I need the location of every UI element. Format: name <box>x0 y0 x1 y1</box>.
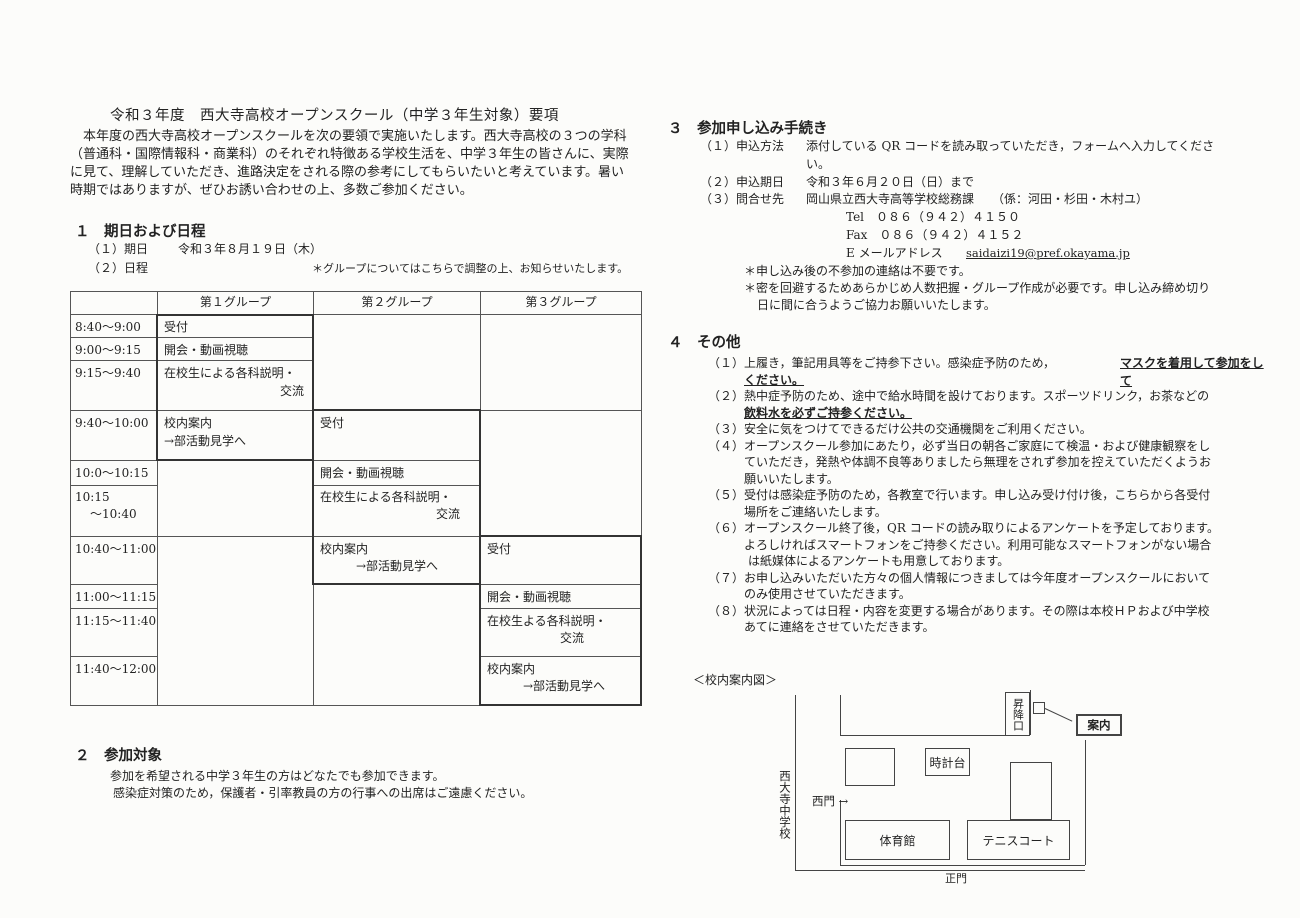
g1-exchange: 交流 <box>280 384 305 398</box>
list-item: ください。 <box>744 372 805 387</box>
section2-line: 感染症対策のため，保護者・引率教員の方の行事への出席はご遠慮ください。 <box>113 786 533 800</box>
g2-tour: 校内案内 <box>320 542 369 556</box>
schedule-table: 第１グループ 第２グループ 第３グループ 8:40～9:00 9:00～9:15… <box>70 291 642 706</box>
list-item: 場所をご連絡いたします。 <box>744 504 887 519</box>
g2-exchange: 交流 <box>436 507 461 521</box>
method-label: （１）申込方法 <box>700 139 785 153</box>
time-cell: 11:00～11:15 <box>75 590 157 604</box>
page-title: 令和３年度 西大寺高校オープンスクール（中学３年生対象）要項 <box>110 108 559 124</box>
intro-line: （普通科・国際情報科・商業科）のそれぞれ特徴ある学校生活を、中学３年生の皆さんに… <box>70 147 629 162</box>
date-label: （１）期日 <box>88 242 149 256</box>
g2-club: →部活動見学へ <box>356 559 439 573</box>
g3-opening: 開会・動画視聴 <box>487 590 572 604</box>
intro-line: に見て、理解していただき、進路決定をされる際の参考にしてもらいたいと考えています… <box>70 165 625 180</box>
tel: Tel ０８６（９４２）４１５０ <box>846 210 1021 224</box>
list-item: （２） 熱中症予防のため、途中で給水時間を設けております。スポーツドリンク，お茶… <box>708 389 1210 403</box>
section1-heading: １ 期日および日程 <box>75 224 206 240</box>
intro-line: 時期ではありますが、ぜひお誘い合わせの上、多数ご参加ください。 <box>70 183 473 198</box>
g2-opening: 開会・動画視聴 <box>320 466 405 480</box>
west-gate-label: 西門 → <box>812 794 849 808</box>
group3-block <box>479 535 642 706</box>
g1-opening: 開会・動画視聴 <box>164 343 249 357</box>
intro-line: 本年度の西大寺高校オープンスクールを次の要領で実施いたします。西大寺高校の３つの… <box>83 129 627 144</box>
time-cell: 10:40～11:00 <box>75 542 157 556</box>
intro-text: 本年度の西大寺高校オープンスクールを次の要領で実施いたします。西大寺高校の３つの… <box>70 128 645 200</box>
guide-box: 案内 <box>1076 714 1122 736</box>
tall-building <box>1010 762 1052 820</box>
g2-explanation: 在校生による各科説明・ <box>320 490 452 504</box>
time-cell: ～10:40 <box>90 507 137 521</box>
contact-label: （３）問合せ先 <box>700 192 785 206</box>
section3-heading: ３ 参加申し込み手続き <box>668 121 828 137</box>
header-group2: 第２グループ <box>361 295 433 309</box>
time-cell: 9:00～9:15 <box>75 343 141 357</box>
list-item: （１） 上履き，筆記用具等をご持参下さい。感染症予防のため， マスクを着用して参… <box>708 356 1264 388</box>
schedule-label: （２）日程 <box>88 261 149 275</box>
deadline-value: 令和３年６月２０日（日）まで <box>806 175 975 189</box>
contact-value: 岡山県立西大寺高等学校総務課 （係：河田・杉田・木村ユ） <box>806 192 1149 206</box>
list-item: 飲料水を必ずご持参ください。 <box>744 405 913 420</box>
list-item: （５） 受付は感染症予防のため，各教室で行います。申し込み受け付け後，こちらから… <box>708 488 1211 502</box>
list-item: は紙媒体によるアンケートも用意しております。 <box>748 554 1010 568</box>
building-box <box>845 748 895 786</box>
method-cont: い。 <box>806 157 831 171</box>
time-cell: 11:40～12:00 <box>75 662 157 676</box>
list-item: ていただき，発熱や体調不良等ありましたら無理をされず参加を控えていただくようお <box>744 455 1212 469</box>
time-cell: 8:40～9:00 <box>75 320 141 334</box>
method-value: 添付している QR コードを読み取っていただき，フォームへ入力してくださ <box>806 139 1215 153</box>
date-value: 令和３年８月１９日（木） <box>178 242 323 256</box>
group2-block <box>312 409 481 585</box>
g3-tour: 校内案内 <box>487 662 536 676</box>
note1: ＊申し込み後の不参加の連絡は不要です。 <box>744 264 971 278</box>
note2-cont: 日に間に合うようご協力お願いいたします。 <box>757 298 996 312</box>
email-link[interactable]: saidaizi19@pref.okayama.jp <box>966 246 1130 260</box>
g1-tour: 校内案内 <box>164 416 213 430</box>
group1-block <box>156 314 314 461</box>
section2-heading: ２ 参加対象 <box>75 748 162 764</box>
list-item: よろしければスマートフォンをご持参ください。利用可能なスマートフォンがない場合 <box>744 537 1212 552</box>
time-cell: 10:0～10:15 <box>75 466 149 480</box>
section2-line: 参加を希望される中学３年生の方はどなたでも参加できます。 <box>110 769 445 783</box>
g1-club: →部活動見学へ <box>164 434 247 448</box>
list-item: （３） 安全に気をつけてできるだけ公共の交通機関をご利用ください。 <box>708 422 1092 436</box>
g1-reception: 受付 <box>164 320 189 334</box>
deadline-label: （２）申込期日 <box>700 175 785 189</box>
section4-heading: ４ その他 <box>668 335 741 351</box>
g1-explanation: 在校生による各科説明・ <box>164 366 296 380</box>
email-label: E メールアドレス <box>846 246 943 260</box>
time-cell: 11:15～11:40 <box>75 614 157 628</box>
header-group3: 第３グループ <box>525 295 597 309</box>
list-item: （６） オープンスクール終了後，QR コードの読み取りによるアンケートを予定して… <box>708 521 1219 535</box>
school-label: 西大寺中学校 <box>778 770 792 839</box>
entrance-marker <box>1033 702 1045 714</box>
fax: Fax ０８６（９４２）４１５２ <box>846 228 1024 242</box>
list-item: （７） お申し込みいただいた方々の個人情報につきましては今年度オープンスクールに… <box>708 570 1211 585</box>
list-item: （８） 状況によっては日程・内容を変更する場合があります。その際は本校ＨＰおよび… <box>708 603 1210 618</box>
map-caption: ＜校内案内図＞ <box>693 673 778 687</box>
entrance-box: 昇降口 <box>1005 692 1030 736</box>
main-gate-label: 正門 <box>945 872 967 885</box>
note2: ＊密を回避するためあらかじめ人数把握・グループ作成が必要です。申し込み締め切り <box>744 281 1211 295</box>
list-item: （４） オープンスクール参加にあたり，必ず当日の朝各ご家庭にて検温・および健康観… <box>708 438 1211 453</box>
tennis-court: テニスコート <box>967 820 1070 860</box>
list-item: のみ使用させていただきます。 <box>744 587 911 601</box>
g2-reception: 受付 <box>320 416 345 430</box>
g3-reception: 受付 <box>487 542 512 556</box>
section4-list: （１） 上履き，筆記用具等をご持参下さい。感染症予防のため， マスクを着用して参… <box>708 354 1268 635</box>
campus-map: 昇降口 案内 時計台 体育館 テニスコート 西門 → 正門 西大寺中学校 <box>690 670 1130 910</box>
time-cell: 9:15～9:40 <box>75 366 141 380</box>
clock-tower: 時計台 <box>925 748 970 776</box>
g3-exchange: 交流 <box>560 631 585 645</box>
g3-explanation: 在校生よる各科説明・ <box>487 614 607 628</box>
time-cell: 9:40～10:00 <box>75 416 149 430</box>
list-item: あてに連絡をさせていただきます。 <box>744 620 935 634</box>
header-group1: 第１グループ <box>199 295 272 309</box>
time-cell: 10:15 <box>75 490 110 504</box>
gym: 体育館 <box>845 820 950 860</box>
schedule-note: ＊グループについてはこちらで調整の上、お知らせいたします。 <box>312 262 629 275</box>
g3-club: →部活動見学へ <box>523 679 606 693</box>
list-item: 願いいたします。 <box>744 471 839 486</box>
